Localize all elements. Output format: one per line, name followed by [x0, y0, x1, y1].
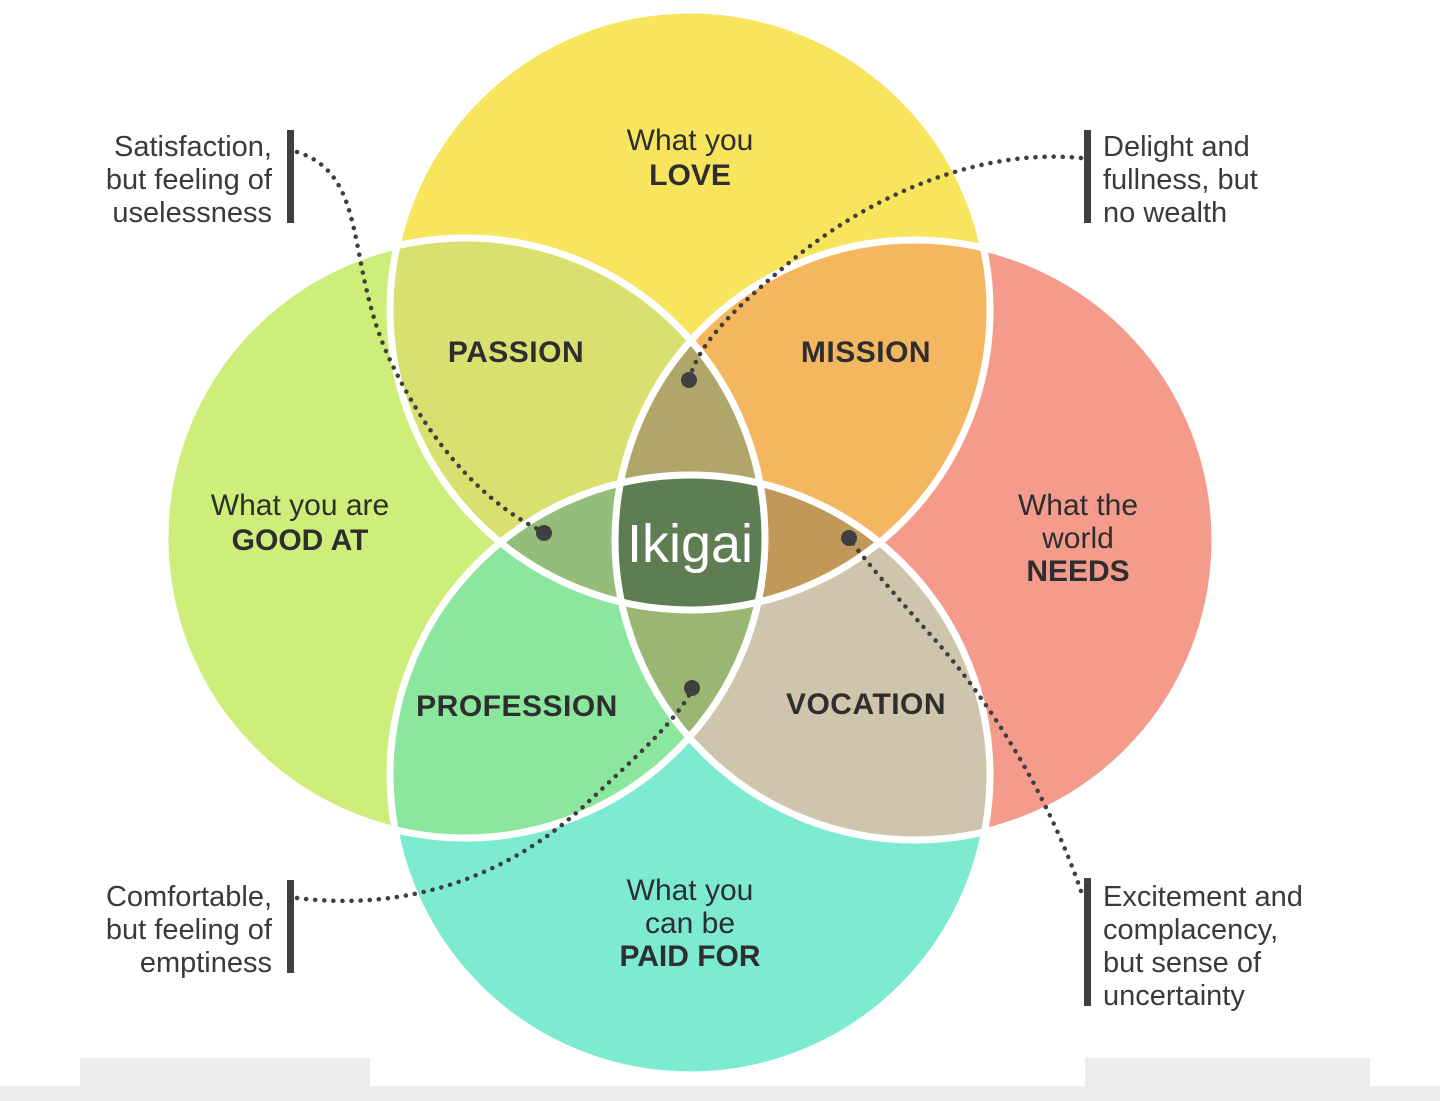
label-paid-for-line3: PAID FOR	[619, 940, 760, 973]
connector-dot-delight	[681, 372, 697, 388]
annotation-delight-line1: Delight and	[1103, 131, 1250, 163]
label-mission: MISSION	[801, 336, 931, 369]
label-needs-line1: What the	[1018, 489, 1138, 522]
label-love-line2: LOVE	[649, 159, 731, 192]
annotation-satisfaction-line2: but feeling of	[106, 164, 273, 196]
annotation-bar-delight	[1084, 130, 1091, 223]
label-needs-line2: world	[1041, 522, 1114, 555]
annotation-bar-excitement	[1084, 878, 1091, 1006]
label-vocation: VOCATION	[786, 688, 946, 721]
annotation-delight-line2: fullness, but	[1103, 164, 1258, 196]
annotation-excitement-line4: uncertainty	[1103, 980, 1245, 1012]
annotation-excitement-line2: complacency,	[1103, 914, 1278, 946]
connector-excitement	[847, 537, 1084, 894]
annotation-excitement-line3: but sense of	[1103, 947, 1262, 979]
circle-love-outline	[386, 6, 994, 614]
circle-needs-outline	[611, 236, 1219, 844]
label-paid-for-line2: can be	[645, 907, 735, 940]
annotation-bar-comfortable	[287, 880, 294, 973]
label-good-at-line1: What you are	[211, 489, 389, 522]
annotation-delight-line3: no wealth	[1103, 197, 1227, 229]
annotation-bar-satisfaction	[287, 130, 294, 223]
connector-dot-satisfaction	[536, 525, 552, 541]
footer-strip	[0, 1086, 1440, 1101]
label-passion: PASSION	[448, 336, 584, 369]
annotation-satisfaction-line3: uselessness	[112, 197, 272, 229]
annotation-satisfaction-line1: Satisfaction,	[114, 131, 272, 163]
annotation-comfortable-line2: but feeling of	[106, 914, 273, 946]
label-needs-line3: NEEDS	[1026, 555, 1129, 588]
connector-satisfaction	[294, 149, 547, 535]
connector-dot-comfortable	[684, 680, 700, 696]
label-paid-for-line1: What you	[627, 874, 754, 907]
connector-delight	[687, 154, 1084, 380]
annotation-comfortable-line3: emptiness	[140, 947, 272, 979]
label-love-line1: What you	[627, 124, 754, 157]
label-profession: PROFESSION	[416, 690, 618, 723]
circle-good-at-outline	[161, 234, 769, 842]
circle-paid-for-outline	[386, 471, 994, 1079]
label-ikigai: Ikigai	[627, 514, 753, 574]
annotation-comfortable-line1: Comfortable,	[106, 881, 272, 913]
label-good-at-line2: GOOD AT	[232, 524, 369, 557]
connector-dot-excitement	[841, 530, 857, 546]
annotation-excitement-line1: Excitement and	[1103, 881, 1303, 913]
